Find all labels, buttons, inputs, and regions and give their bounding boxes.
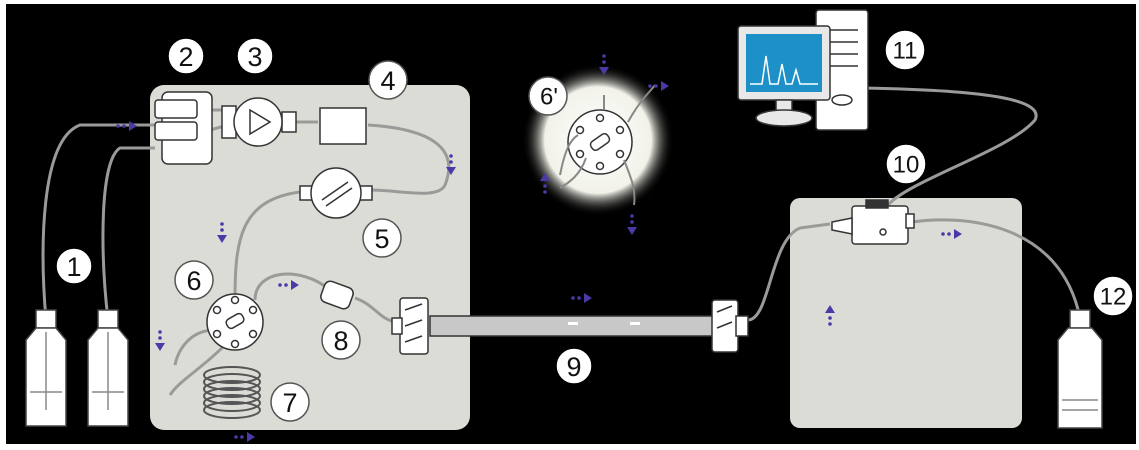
label-12: 12 [1092, 275, 1134, 317]
label-8: 8 [321, 320, 361, 360]
pump-icon [221, 97, 297, 147]
tubing [41, 86, 1082, 396]
detector-icon [831, 199, 915, 245]
label-5: 5 [362, 218, 402, 258]
degasser-icon [154, 91, 213, 165]
svg-text:8: 8 [333, 326, 348, 356]
svg-text:10: 10 [893, 152, 920, 179]
label-10: 10 [885, 143, 927, 185]
label-2: 2 [167, 37, 205, 75]
svg-text:5: 5 [374, 224, 389, 254]
svg-text:11: 11 [893, 38, 918, 65]
svg-text:6': 6' [540, 84, 558, 111]
label-9: 9 [555, 347, 593, 385]
solvent-bottle-icon [87, 309, 129, 427]
label-1: 1 [55, 247, 93, 285]
column-icon [391, 297, 749, 355]
svg-text:9: 9 [566, 352, 581, 382]
svg-text:6: 6 [186, 266, 201, 296]
label-3: 3 [236, 37, 274, 75]
filter-unit-icon [299, 167, 373, 219]
solvent-bottle-icon [25, 309, 67, 427]
svg-text:7: 7 [282, 388, 297, 418]
label-7: 7 [270, 382, 310, 422]
waste-bottle-icon [1057, 309, 1103, 429]
label-11: 11 [884, 29, 926, 71]
svg-text:1: 1 [66, 252, 81, 282]
label-4: 4 [368, 60, 408, 100]
svg-text:3: 3 [247, 42, 262, 72]
svg-text:4: 4 [380, 66, 395, 96]
inline-filter-icon [320, 280, 354, 310]
computer-icon [737, 9, 869, 131]
mixer-icon [319, 107, 367, 145]
svg-text:12: 12 [1100, 284, 1127, 311]
svg-text:2: 2 [178, 42, 193, 72]
label-6-prime: 6' [528, 76, 568, 116]
sample-loop-icon [203, 366, 261, 419]
detector-panel [790, 198, 1022, 428]
injection-valve-icon [206, 293, 264, 351]
label-6: 6 [174, 260, 214, 300]
